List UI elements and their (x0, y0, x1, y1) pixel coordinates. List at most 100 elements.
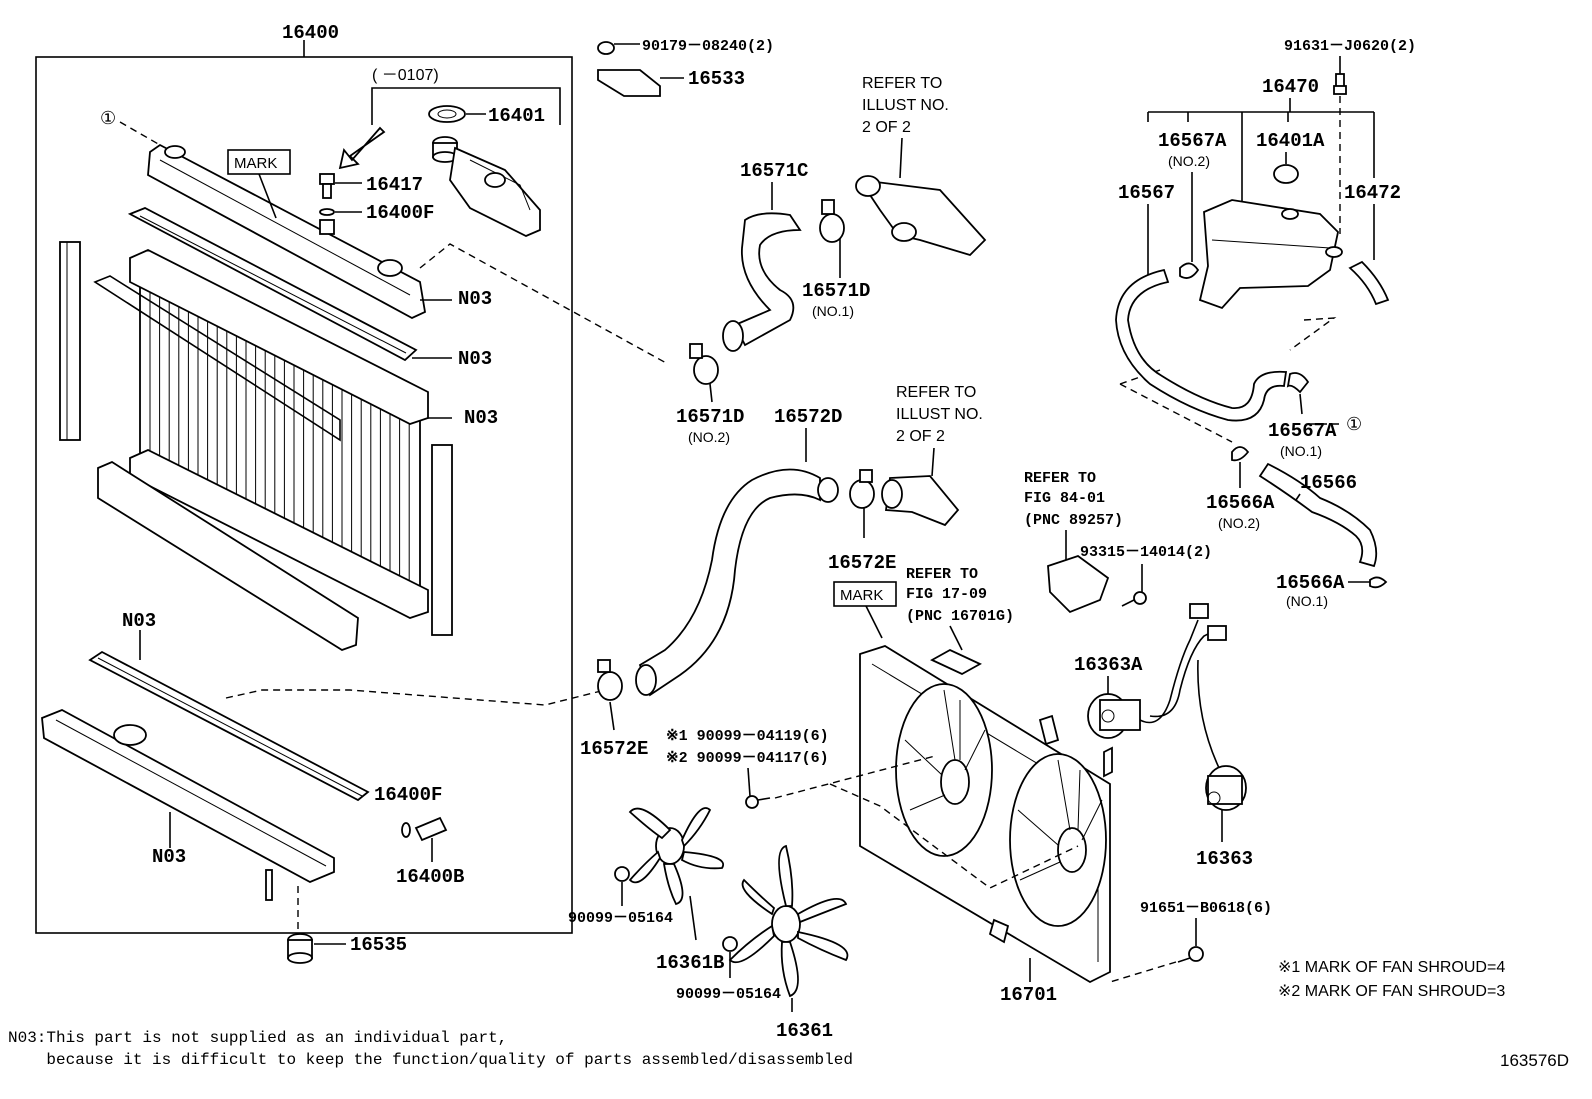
label-16566A-no2: 16566A (1206, 492, 1275, 514)
clamp-16571D-no1 (819, 199, 845, 243)
bolt-fan-shroud (745, 795, 771, 809)
circle-ref-1-right: ① (1346, 414, 1362, 434)
connector-2 (1207, 625, 1227, 641)
label-16401: 16401 (488, 105, 545, 127)
hose-16472 (1348, 260, 1390, 306)
label-16401A: 16401A (1256, 130, 1325, 152)
refer-to-4-a: REFER TO (906, 566, 978, 583)
label-16572E-top: 16572E (828, 552, 896, 574)
label-90099-a: 90099－05164 (568, 910, 673, 927)
label-0107: ( －0107) (372, 67, 439, 84)
label-sticker (930, 648, 982, 676)
label-16400: 16400 (282, 22, 339, 44)
label-16417: 16417 (366, 174, 423, 196)
label-N03-d: N03 (122, 610, 156, 632)
label-16572E-bottom: 16572E (580, 738, 648, 760)
clamp-16572E-top (849, 469, 875, 509)
refer-to-4-c: (PNC 16701G) (906, 608, 1014, 625)
bolt-91631 (1333, 73, 1347, 95)
reservoir-tank-16470 (1198, 199, 1343, 310)
hose-16566 (1258, 462, 1378, 568)
refer-to-3-c: (PNC 89257) (1024, 512, 1123, 529)
reservoir-cap-16401A (1273, 164, 1299, 184)
label-16571D-no2-sub: (NO.2) (688, 429, 730, 445)
label-90179: 90179－08240(2) (642, 38, 774, 55)
footnote-line-2: because it is difficult to keep the func… (8, 1051, 853, 1069)
oring-16400F-top (319, 208, 335, 216)
label-16567A-bot-sub: (NO.1) (1280, 443, 1322, 459)
water-inlet (884, 475, 960, 527)
label-16400B: 16400B (396, 866, 464, 888)
drain-plug-16417 (319, 173, 362, 199)
refer-to-1-b: ILLUST NO. (862, 97, 949, 114)
lower-tank (41, 709, 335, 901)
label-16535: 16535 (350, 934, 407, 956)
mark-box-2 (833, 581, 897, 607)
water-outlet (855, 175, 987, 257)
upper-tank-old (449, 146, 541, 237)
refer-to-1-a: REFER TO (862, 75, 942, 92)
label-bolt1: ※1 90099－04119(6) (666, 728, 829, 745)
hose-16567 (1115, 268, 1288, 422)
mark-label-2: MARK (840, 587, 883, 604)
radiator-core (93, 249, 429, 619)
label-16533: 16533 (688, 68, 745, 90)
label-16572D: 16572D (774, 406, 842, 428)
clamp-16567A-no2 (1179, 262, 1200, 279)
refer-to-3-a: REFER TO (1024, 470, 1096, 487)
fan-motor-16363A (1087, 693, 1141, 739)
illustration-id: 163576D (1500, 1051, 1569, 1070)
label-16400F-top: 16400F (366, 202, 434, 224)
label-N03-e: N03 (152, 846, 186, 868)
fan-shroud-16701 (859, 645, 1113, 984)
fan-relay (1047, 554, 1110, 614)
upper-hose-16571C (733, 212, 802, 347)
label-N03-c: N03 (464, 407, 498, 429)
label-16567A-bot: 16567A (1268, 420, 1337, 442)
bolt-91651 (1177, 946, 1204, 963)
label-91631: 91631－J0620(2) (1284, 38, 1416, 55)
label-16571D-no1: 16571D (802, 280, 870, 302)
label-16571D-no2: 16571D (676, 406, 744, 428)
label-16470: 16470 (1262, 76, 1319, 98)
side-seal-right (431, 444, 453, 636)
label-16701: 16701 (1000, 984, 1057, 1006)
label-N03-a: N03 (458, 288, 492, 310)
refer-to-4-b: FIG 17-09 (906, 586, 987, 603)
note-mark-shroud-1: ※1 MARK OF FAN SHROUD=4 (1278, 959, 1505, 976)
label-N03-b: N03 (458, 348, 492, 370)
clamp-16566A-no2 (1231, 446, 1250, 462)
circle-ref-1-left: ① (100, 108, 116, 128)
label-16567A-top: 16567A (1158, 130, 1227, 152)
fan-16361B (628, 807, 725, 906)
fan-16361 (728, 844, 849, 998)
upper-tank (147, 143, 427, 320)
label-16363: 16363 (1196, 848, 1253, 870)
bolt-93315 (1121, 591, 1147, 607)
label-90099-b: 90099－05164 (676, 986, 781, 1003)
label-16571D-no1-sub: (NO.1) (812, 303, 854, 319)
refer-to-1-c: 2 OF 2 (862, 119, 911, 136)
label-16567A-top-sub: (NO.2) (1168, 153, 1210, 169)
nut-90099-b (722, 936, 738, 952)
drain-cock-16400B (414, 816, 448, 842)
label-16567: 16567 (1118, 182, 1175, 204)
label-bolt2: ※2 90099－04117(6) (666, 750, 829, 767)
label-91651: 91651－B0618(6) (1140, 900, 1272, 917)
note-mark-shroud-2: ※2 MARK OF FAN SHROUD=3 (1278, 983, 1505, 1000)
label-16400F-bottom: 16400F (374, 784, 442, 806)
refer-to-3-b: FIG 84-01 (1024, 490, 1105, 507)
refer-to-2-c: 2 OF 2 (896, 428, 945, 445)
label-16566A-no1: 16566A (1276, 572, 1345, 594)
cushion-16535 (287, 933, 313, 964)
footnote-line-1: N03:This part is not supplied as an indi… (8, 1029, 507, 1047)
connector-1 (1189, 603, 1209, 619)
clamp-16566A-no1 (1369, 576, 1388, 589)
clip-90179 (597, 41, 640, 55)
label-16566: 16566 (1300, 472, 1357, 494)
label-93315: 93315－14014(2) (1080, 544, 1212, 561)
refer-to-2-b: ILLUST NO. (896, 406, 983, 423)
label-16363A: 16363A (1074, 654, 1143, 676)
side-seal-left (59, 241, 81, 441)
